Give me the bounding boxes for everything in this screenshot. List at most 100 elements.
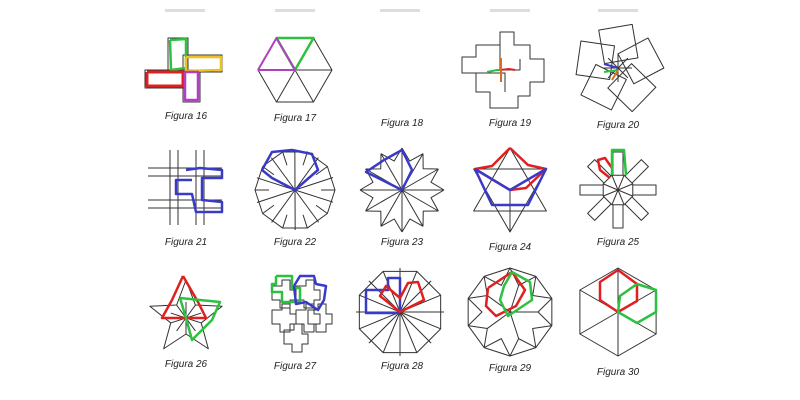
blue-stroke bbox=[364, 276, 402, 315]
line bbox=[282, 214, 288, 229]
figura-26 bbox=[149, 275, 223, 350]
line bbox=[483, 338, 511, 357]
purple-triangle bbox=[257, 36, 296, 71]
line bbox=[302, 214, 308, 229]
arm bbox=[633, 184, 657, 196]
spoke bbox=[617, 175, 625, 191]
blue-stroke bbox=[260, 148, 320, 192]
triangle bbox=[430, 189, 445, 212]
spoke bbox=[401, 168, 439, 191]
square bbox=[617, 37, 665, 85]
cropped-caption bbox=[380, 9, 420, 12]
figura-28 bbox=[356, 268, 444, 356]
green-stroke bbox=[498, 270, 534, 318]
cropped-caption bbox=[165, 9, 205, 12]
line bbox=[499, 45, 521, 71]
spoke bbox=[399, 311, 432, 344]
line bbox=[532, 325, 552, 348]
line bbox=[636, 289, 657, 302]
line bbox=[499, 68, 516, 71]
arm bbox=[579, 184, 603, 196]
line bbox=[315, 166, 328, 176]
line bbox=[315, 204, 328, 214]
triangle bbox=[365, 210, 382, 227]
arm bbox=[612, 151, 624, 175]
triangle bbox=[430, 168, 445, 191]
triangle bbox=[401, 147, 424, 162]
blue-stroke bbox=[473, 167, 548, 207]
spoke bbox=[401, 189, 424, 227]
caption-figura-19: Figura 19 bbox=[488, 118, 532, 129]
spoke bbox=[603, 183, 619, 191]
spoke bbox=[617, 57, 629, 69]
arm bbox=[612, 205, 624, 229]
triangle bbox=[422, 153, 439, 170]
triangle bbox=[473, 168, 547, 233]
spoke bbox=[359, 311, 401, 330]
spoke bbox=[611, 175, 619, 191]
caption-figura-18: Figura 18 bbox=[380, 118, 424, 129]
spoke bbox=[617, 183, 633, 191]
spoke bbox=[176, 317, 187, 332]
line bbox=[262, 204, 275, 214]
spoke bbox=[271, 189, 296, 223]
yellow-stroke bbox=[184, 55, 223, 73]
line bbox=[579, 289, 600, 302]
figura-27 bbox=[270, 274, 333, 353]
cross-tile bbox=[307, 303, 333, 333]
line bbox=[636, 322, 657, 335]
line bbox=[486, 69, 500, 73]
caption-figura-29: Figura 29 bbox=[488, 363, 532, 374]
caption-figura-22: Figura 22 bbox=[273, 237, 317, 248]
caption-figura-28: Figura 28 bbox=[380, 361, 424, 372]
purple-stroke bbox=[183, 70, 200, 102]
spoke bbox=[611, 189, 619, 205]
line bbox=[282, 151, 288, 166]
cross-tile bbox=[295, 279, 321, 309]
green-stroke bbox=[610, 148, 628, 176]
spoke bbox=[509, 311, 520, 339]
figura-16 bbox=[144, 37, 223, 103]
figura-24 bbox=[473, 147, 548, 233]
spoke bbox=[294, 189, 320, 223]
caption-figura-30: Figura 30 bbox=[596, 367, 640, 378]
green-stroke bbox=[178, 296, 222, 342]
square bbox=[580, 63, 627, 111]
figura-22 bbox=[254, 148, 336, 231]
spoke bbox=[401, 189, 439, 212]
caption-figura-27: Figura 27 bbox=[273, 361, 317, 372]
spoke bbox=[487, 295, 511, 313]
spoke bbox=[607, 57, 619, 69]
cross-tile bbox=[295, 303, 321, 333]
caption-figura-25: Figura 25 bbox=[596, 237, 640, 248]
line bbox=[476, 72, 506, 92]
spoke bbox=[368, 311, 401, 344]
line bbox=[537, 298, 553, 326]
figura-17 bbox=[257, 36, 333, 103]
arm bbox=[624, 159, 649, 184]
spoke bbox=[294, 177, 334, 191]
triangle bbox=[401, 218, 424, 233]
spoke bbox=[270, 157, 296, 191]
red-stroke bbox=[596, 156, 614, 179]
blue-stroke bbox=[292, 274, 328, 312]
figura-21 bbox=[148, 150, 224, 225]
spoke bbox=[617, 189, 633, 197]
spoke bbox=[365, 189, 403, 212]
arm bbox=[587, 159, 612, 184]
cropped-caption bbox=[598, 9, 638, 12]
caption-figura-20: Figura 20 bbox=[596, 120, 640, 131]
line bbox=[603, 63, 619, 69]
spoke bbox=[399, 280, 432, 313]
line bbox=[611, 69, 619, 81]
cross-tile bbox=[283, 323, 309, 353]
caption-figura-17: Figura 17 bbox=[273, 113, 317, 124]
cross-outline bbox=[461, 31, 545, 109]
red-stroke bbox=[378, 280, 426, 314]
blue-stroke bbox=[364, 148, 414, 192]
green-triangle bbox=[275, 36, 315, 72]
arm bbox=[587, 196, 612, 221]
arm bbox=[624, 196, 649, 221]
figura-25 bbox=[579, 148, 657, 229]
